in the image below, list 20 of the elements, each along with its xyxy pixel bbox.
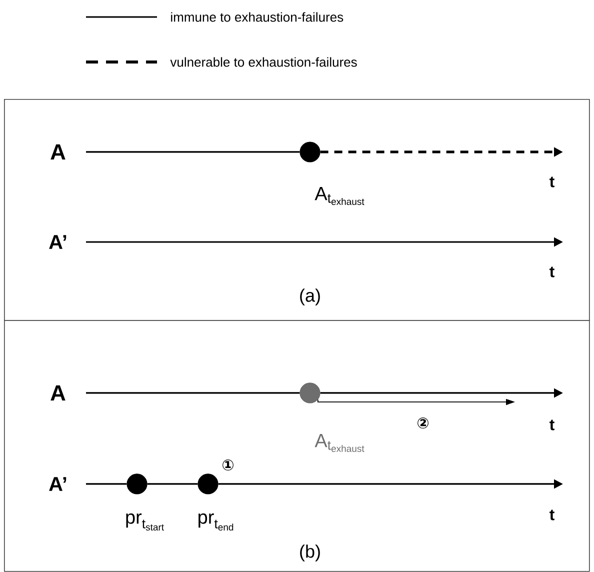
event-dot — [300, 142, 320, 162]
event-label: $\mathrm{pr}_{\mathrm{t}_{\mathrm{end}}}$ — [198, 513, 234, 531]
time-label: t — [550, 176, 554, 188]
event-label: $\mathrm{A}_{\mathrm{t}_{\mathrm{exhaust}}}$ — [314, 187, 364, 205]
event-dot — [126, 474, 148, 494]
axis-name: A — [50, 385, 66, 401]
callout-number: ① — [222, 460, 234, 470]
time-label: t — [550, 420, 554, 430]
axis-name: A — [50, 144, 66, 160]
callout-number: ② — [418, 418, 428, 428]
legend-text: immune to exhaustion-failures — [171, 12, 344, 22]
event-label: $\mathrm{pr}_{\mathrm{t}_{\mathrm{start}}}$ — [126, 513, 164, 531]
axis-name: A’ — [49, 235, 66, 249]
time-label: t — [550, 510, 554, 520]
event-dot — [300, 382, 320, 404]
axis-name: A’ — [49, 477, 66, 491]
legend-text: vulnerable to exhaustion-failures — [170, 57, 357, 67]
time-label: t — [550, 266, 554, 278]
event-dot — [198, 474, 218, 494]
event-label: $\mathrm{A}_{\mathrm{t}_{\mathrm{exhaust}}}$ — [314, 434, 364, 452]
